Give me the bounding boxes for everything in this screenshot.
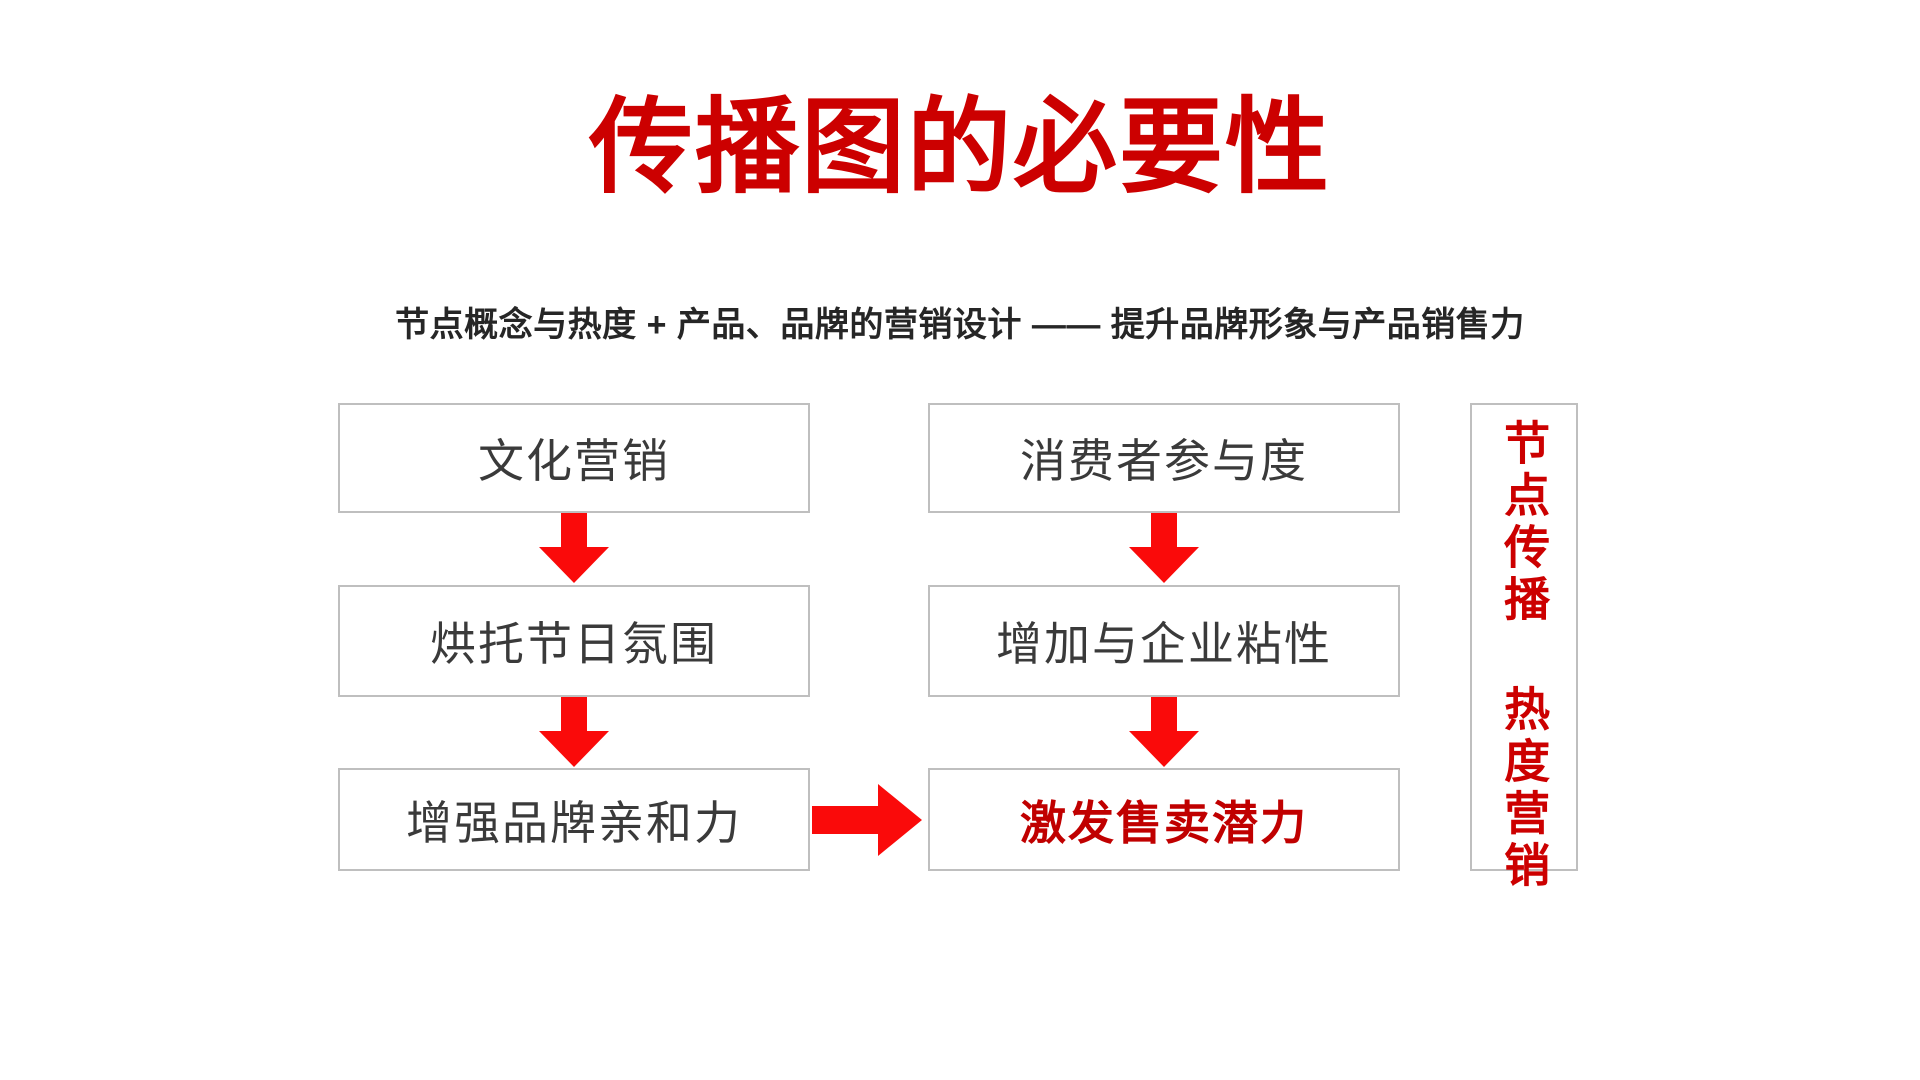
page-subtitle: 节点概念与热度 + 产品、品牌的营销设计 —— 提升品牌形象与产品销售力 (395, 306, 1525, 344)
side-panel-label: 节点传播 热度营销 (1498, 419, 1551, 893)
flow-box-col2-row1[interactable]: 消费者参与度 (928, 403, 1400, 513)
side-panel[interactable]: 节点传播 热度营销 (1470, 403, 1578, 893)
page-title: 传播图的必要性 (588, 91, 1331, 206)
arrow-down-icon (537, 513, 611, 585)
flow-box-col1-row2[interactable]: 烘托节日氛围 (338, 585, 810, 697)
flow-box-col1-row3[interactable]: 增强品牌亲和力 (338, 768, 810, 871)
arrow-right-icon (812, 784, 924, 856)
flow-box-col2-row2[interactable]: 增加与企业粘性 (928, 585, 1400, 697)
arrow-down-icon (1127, 513, 1201, 585)
arrow-down-icon (537, 697, 611, 769)
arrow-down-icon (1127, 697, 1201, 769)
flow-box-col1-row1[interactable]: 文化营销 (338, 403, 810, 513)
flow-box-col2-row3[interactable]: 激发售卖潜力 (928, 768, 1400, 871)
